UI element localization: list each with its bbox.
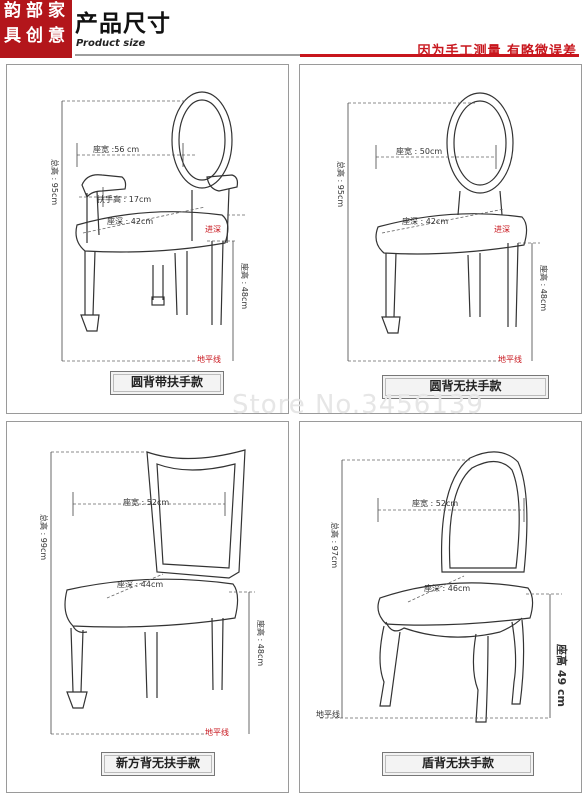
caption-text: 新方背无扶手款 [115,756,200,770]
total-height-label: 总高 : 97cm [330,522,339,569]
seal-char: 具 [4,26,21,46]
ground-line-label: 地平线 [197,355,221,364]
seat-width-text: 座宽 : 52cm [123,498,170,507]
seat-width-text: 座宽 : 52cm [412,499,459,508]
shield-back-chair-drawing [320,451,562,723]
page-subtitle: Product size [76,38,146,49]
panel-shield-back: 座宽 : 52cm 座深 : 46cm 总高 : 97cm 座高 49 cm 地… [299,421,582,793]
seal-char: 部 [26,1,43,21]
total-height-label: 总高 : 95cm [336,161,345,208]
depth-tag: 进深 [205,225,221,234]
seat-depth-label: 座深 : 42cm [107,217,153,227]
seat-height-label: 座高 : 48cm [256,620,265,667]
seat-depth-label: 座深 : 46cm [424,584,470,594]
seat-depth-text: 座深 : 46cm [424,584,471,593]
seat-depth-text: 座深 : 42cm [402,217,449,226]
caption-round-back-no-arms: 圆背无扶手款 [382,375,549,399]
seat-width-label: 座宽 : 50cm [396,147,442,157]
store-watermark: Store No.3456139 [232,390,484,420]
caption-square-back: 新方背无扶手款 [101,752,215,776]
seat-depth-label: 座深 : 44cm [117,580,163,590]
total-height-label: 总高 : 95cm [50,159,59,206]
seat-height-label: 座高 : 48cm [240,263,249,310]
seat-width-text: 座宽 : 50cm [396,147,443,156]
seal-char: 家 [48,1,65,21]
square-back-chair-drawing [50,449,255,735]
seal-char: 韵 [4,1,21,21]
caption-round-back-armchair: 圆背带扶手款 [110,371,224,395]
depth-tag: 进深 [494,225,510,234]
seat-depth-text: 座深 : 44cm [117,580,164,589]
caption-text: 盾背无扶手款 [421,756,494,770]
round-back-chair-drawing [347,92,540,362]
total-height-label: 总高 : 99cm [39,514,48,561]
caption-text: 圆背无扶手款 [429,379,502,393]
caption-shield-back: 盾背无扶手款 [382,752,534,776]
seal-char: 创 [26,26,43,46]
caption-text: 圆背带扶手款 [130,375,203,389]
header-accent-line [300,54,579,57]
ground-line-label: 地平线 [316,710,340,719]
seat-height-label: 座高 : 48cm [539,265,548,312]
panel-round-back-armchair: 座宽 :56 cm 扶手高 : 17cm 座深 : 42cm 进深 总高 : 9… [6,64,289,414]
page-title: 产品尺寸 [75,11,171,37]
header: 韵 部 家 具 创 意 产品尺寸 Product size 因为手工测量 有略微… [0,0,583,59]
seat-height-label: 座高 49 cm [555,644,568,707]
armrest-height-label: 扶手高 : 17cm [97,195,151,205]
seal-char: 意 [48,26,65,46]
seat-depth-label: 座深 : 42cm [402,217,448,227]
seat-width-label: 座宽 :56 cm [93,145,139,155]
panel-square-back: 座宽 : 52cm 座深 : 44cm 总高 : 99cm 座高 : 48cm … [6,421,289,793]
seat-width-label: 座宽 : 52cm [123,498,169,508]
seat-depth-text: 座深 : 42cm [107,217,154,226]
ground-line-label: 地平线 [205,728,229,737]
panel-round-back-no-arms: 座宽 : 50cm 座深 : 42cm 进深 总高 : 95cm 座高 : 48… [299,64,582,414]
seat-width-text: 座宽 :56 cm [93,145,140,154]
seat-width-label: 座宽 : 52cm [412,499,458,509]
brand-seal-logo: 韵 部 家 具 创 意 [0,0,72,58]
armchair-drawing [61,91,247,362]
ground-line-label: 地平线 [498,355,522,364]
armrest-height-text: 扶手高 : 17cm [97,195,152,204]
